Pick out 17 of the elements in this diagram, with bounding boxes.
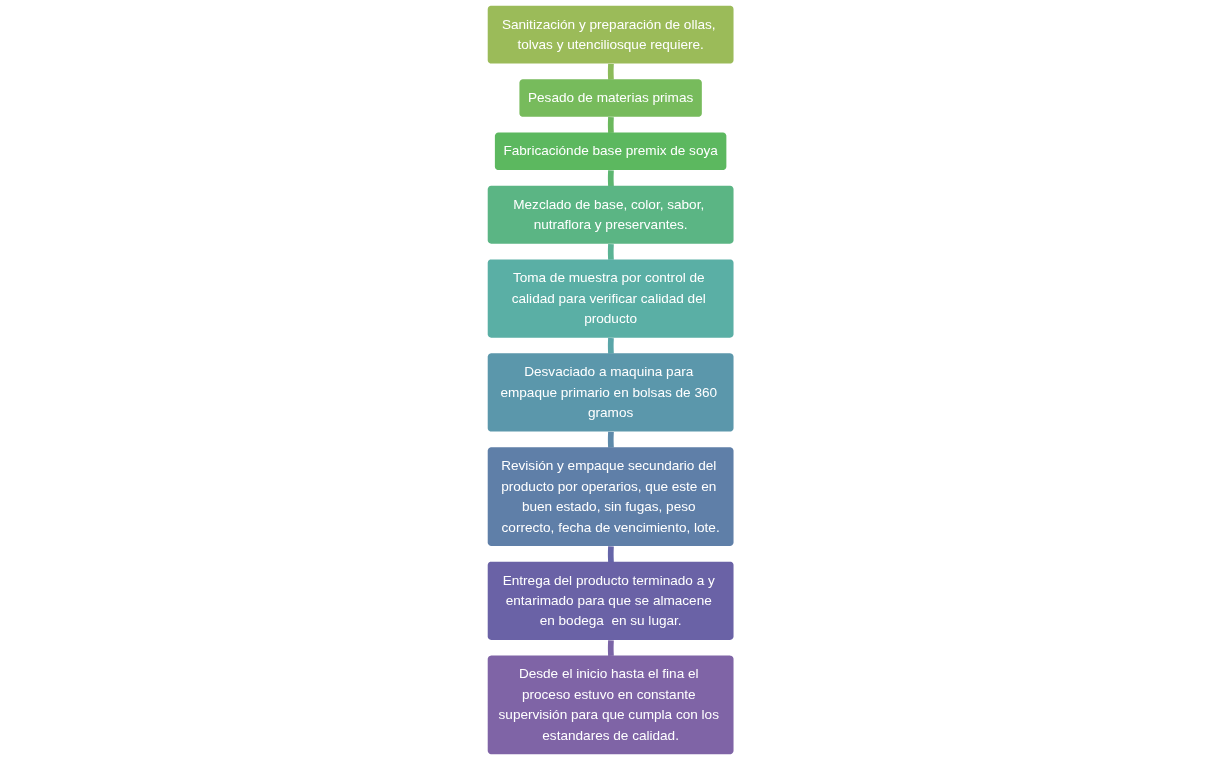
node-box: Entrega del producto terminado a y entarimado para que se almacene en bodega en su lugar. xyxy=(488,561,734,640)
connector xyxy=(608,62,615,82)
node-box: Desvaciado a maquina para empaque primario en bolsas de 360 gramos xyxy=(488,353,734,432)
node-box: Sanitización y preparación de ollas, tolvas y utenciliosque requiere. xyxy=(488,5,734,64)
connector xyxy=(608,115,615,135)
connector xyxy=(608,638,615,658)
node-box: Mezclado de base, color, sabor, nutraflora y preservantes. xyxy=(488,185,734,244)
node-box: Fabricaciónde base premix de soya xyxy=(495,132,727,171)
node-box: Revisión y empaque secundario del producto por operarios, que este en buen estado, sin fugas, peso correcto, fecha de vencimiento, lote. xyxy=(488,447,734,546)
connector xyxy=(608,544,615,564)
node-box: Desde el inicio hasta el fina el proceso estuvo en constante supervisión para que cumpla con los estandares de calidad. xyxy=(488,655,734,755)
connector xyxy=(608,242,615,262)
connector xyxy=(608,336,615,356)
node-box: Toma de muestra por control de calidad para verificar calidad del producto xyxy=(488,259,734,338)
connector xyxy=(608,168,615,188)
connector xyxy=(608,430,615,450)
node-box: Pesado de materias primas xyxy=(519,79,703,117)
